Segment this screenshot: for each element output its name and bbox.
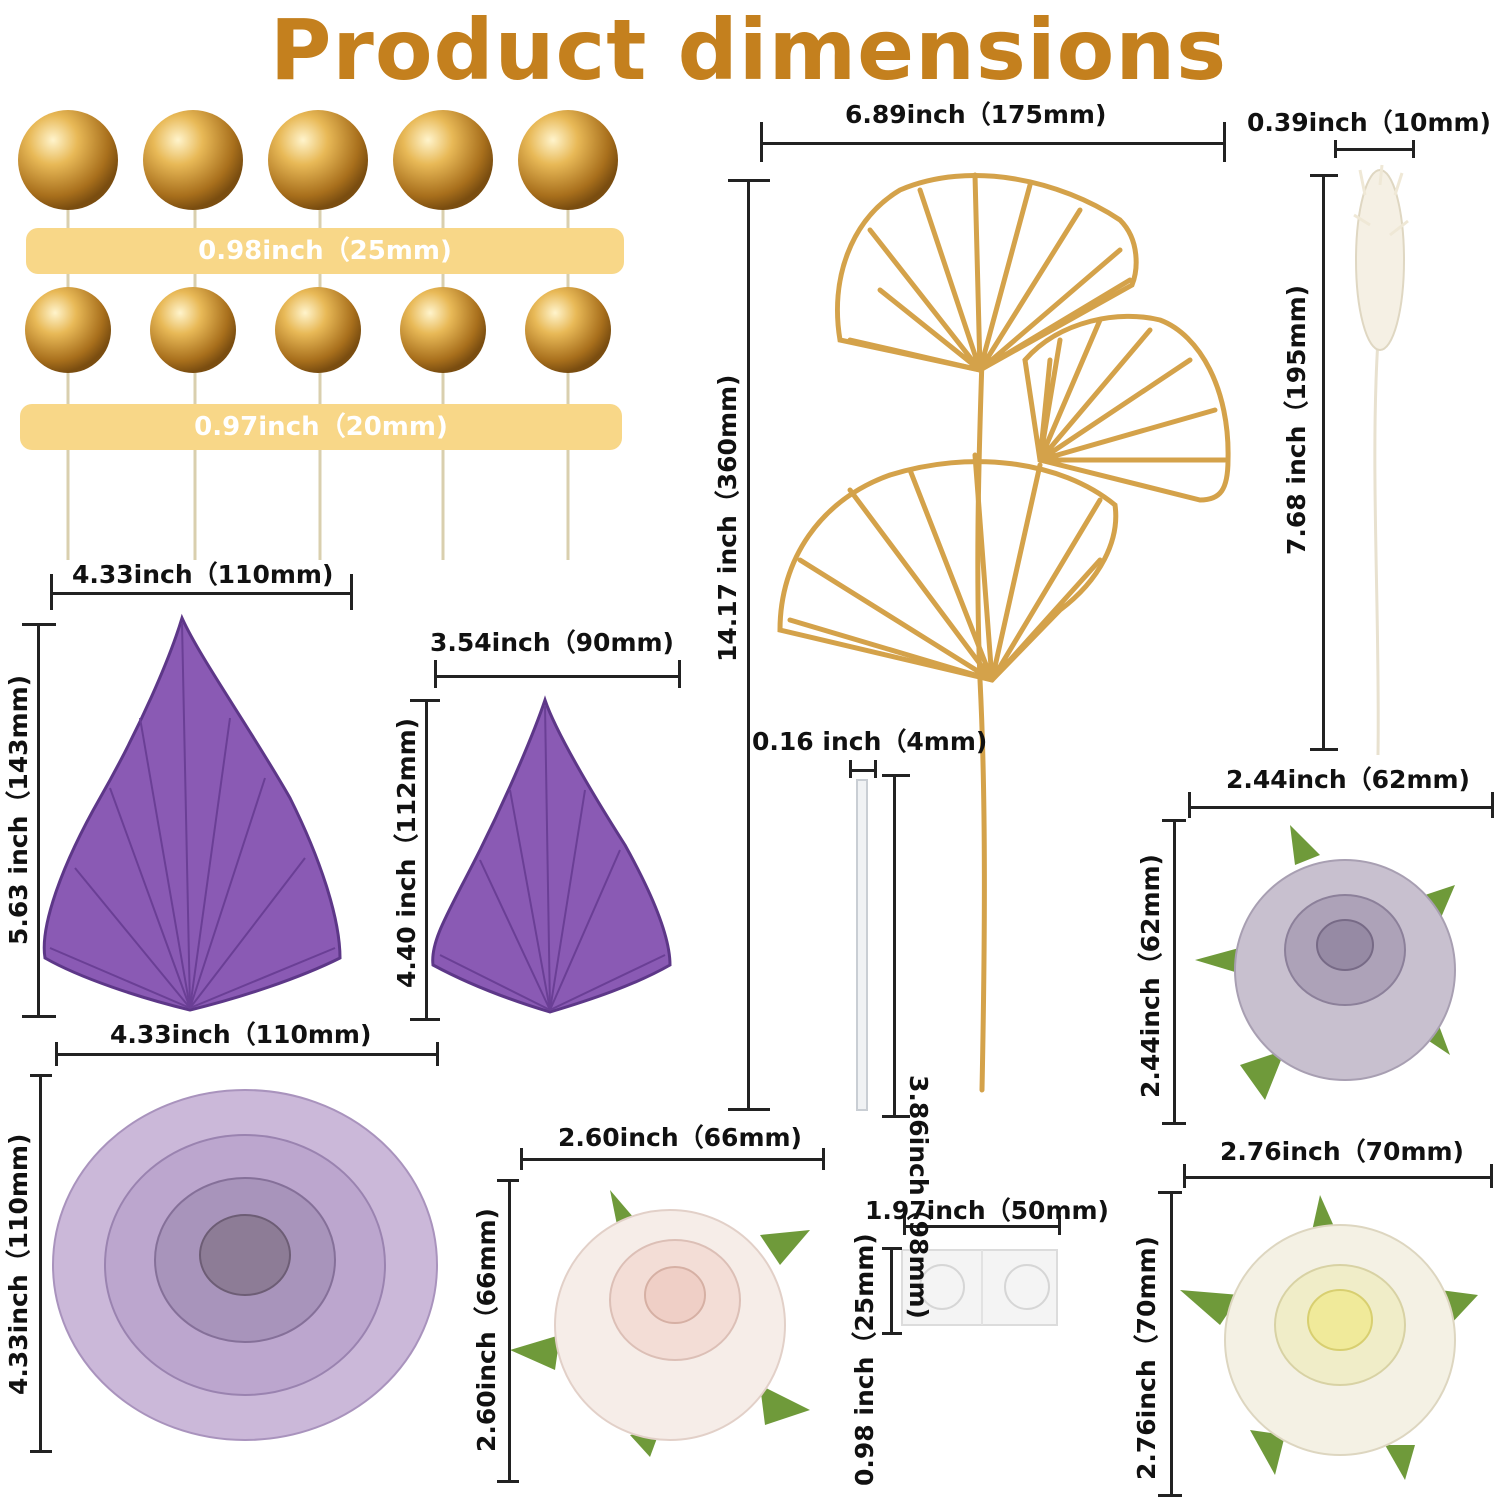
glue-dots-image [901,1249,1058,1326]
ginkgo-height-line [747,180,750,1110]
rose-white-width-tick [1183,1164,1186,1188]
pink-rose-image [510,1190,810,1457]
rose-pink-width-line [520,1158,825,1161]
stick-width-tick [849,760,852,778]
grass-height-line [1322,175,1325,750]
dahlia-height-line [39,1075,42,1452]
rose-purple-height-tick [1162,1122,1186,1125]
palm-large-width-label: 4.33inch（110mm) [72,560,334,589]
rose-pink-height-line [508,1180,511,1482]
palm-small-width-tick [434,660,437,688]
grass-height-tick [1310,748,1338,751]
grass-width-line [1334,148,1414,151]
palm-large-height-label: 5.63 inch（143mm) [4,674,33,945]
palm-small-width-tick [678,660,681,688]
rose-white-width-line [1183,1176,1493,1179]
rose-pink-height-tick [497,1179,519,1182]
palm-small-width-label: 3.54inch（90mm) [430,628,674,657]
dots-width-tick [903,1215,906,1235]
palm-small-height-tick [410,1018,440,1021]
grass-height-tick [1310,174,1338,177]
rose-purple-width-label: 2.44inch（62mm) [1226,765,1470,794]
palm-large-height-tick [22,623,56,626]
palm-large-height-tick [22,1015,56,1018]
rose-pink-width-label: 2.60inch（66mm) [558,1123,802,1152]
dahlia-width-tick [436,1042,439,1066]
dahlia-width-label: 4.33inch（110mm) [110,1020,372,1049]
palm-large-height-line [37,624,40,1017]
rose-purple-width-tick [1188,792,1191,818]
pearl-picks-image [18,110,618,560]
ginkgo-leaf-image [777,172,1231,1093]
grass-width-tick [1334,140,1337,158]
stick-height-line [893,775,896,1117]
ginkgo-width-tick [1223,122,1226,162]
ginkgo-width-line [760,142,1226,145]
dahlia-height-tick [30,1074,52,1077]
dahlia-height-label: 4.33inch（110mm) [4,1133,33,1395]
rose-purple-height-line [1173,820,1176,1124]
dahlia-width-tick [55,1042,58,1066]
dots-height-tick [882,1247,902,1250]
rose-pink-height-tick [497,1480,519,1483]
rose-pink-height-label: 2.60inch（66mm) [472,1208,501,1452]
dots-width-tick [1058,1215,1061,1235]
small-palm-spear-image [431,695,672,1014]
support-stick-image [856,779,868,1111]
dahlia-flower-image [52,1089,438,1441]
pearl-large-size-band: 0.98inch（25mm) [26,228,624,274]
palm-large-width-line [50,592,352,595]
page-title: Product dimensions [269,1,1228,99]
ginkgo-width-label: 6.89inch（175mm) [845,100,1107,129]
bunny-tail-grass-image [1353,164,1409,756]
dots-width-line [903,1225,1061,1228]
dots-width-label: 1.97inch（50mm) [865,1196,1109,1225]
ginkgo-width-tick [760,122,763,162]
grass-height-label: 7.68 inch（195mm) [1282,284,1311,555]
rose-purple-height-tick [1162,819,1186,822]
rose-white-height-line [1170,1192,1173,1497]
stick-height-tick [882,1115,910,1118]
rose-purple-height-label: 2.44inch（62mm) [1136,854,1165,1098]
ginkgo-height-tick [728,1108,770,1111]
palm-large-width-tick [350,574,353,610]
palm-large-width-tick [50,574,53,610]
dots-height-line [890,1248,893,1334]
ginkgo-height-label: 14.17 inch（360mm) [713,374,742,662]
rose-pink-width-tick [822,1148,825,1170]
large-palm-spear-image [42,613,342,1012]
dots-height-tick [882,1332,902,1335]
grass-width-label: 0.39inch（10mm) [1247,108,1491,137]
palm-small-height-tick [410,699,440,702]
pearl-small-size-band: 0.97inch（20mm) [20,404,622,450]
rose-white-height-tick [1158,1494,1182,1497]
palm-small-height-line [425,700,428,1020]
rose-purple-width-line [1188,806,1493,809]
rose-white-height-label: 2.76inch（70mm) [1132,1236,1161,1480]
palm-small-height-label: 4.40 inch（112mm) [392,717,421,988]
stick-height-tick [882,774,910,777]
stick-width-label: 0.16 inch（4mm) [752,727,988,756]
rose-purple-width-tick [1491,792,1494,818]
rose-white-height-tick [1158,1191,1182,1194]
palm-small-width-line [434,675,680,678]
grass-width-tick [1412,140,1415,158]
stick-width-tick [874,760,877,778]
ginkgo-height-tick [728,179,770,182]
rose-white-width-label: 2.76inch（70mm) [1220,1137,1464,1166]
rose-pink-width-tick [520,1148,523,1170]
dots-height-label: 0.98 inch（25mm) [850,1233,879,1486]
rose-white-width-tick [1490,1164,1493,1188]
stick-width-line [849,769,877,772]
lavender-rose-image [1195,825,1456,1100]
white-rose-image [1180,1195,1478,1480]
dahlia-width-line [55,1053,439,1056]
dahlia-height-tick [30,1450,52,1453]
